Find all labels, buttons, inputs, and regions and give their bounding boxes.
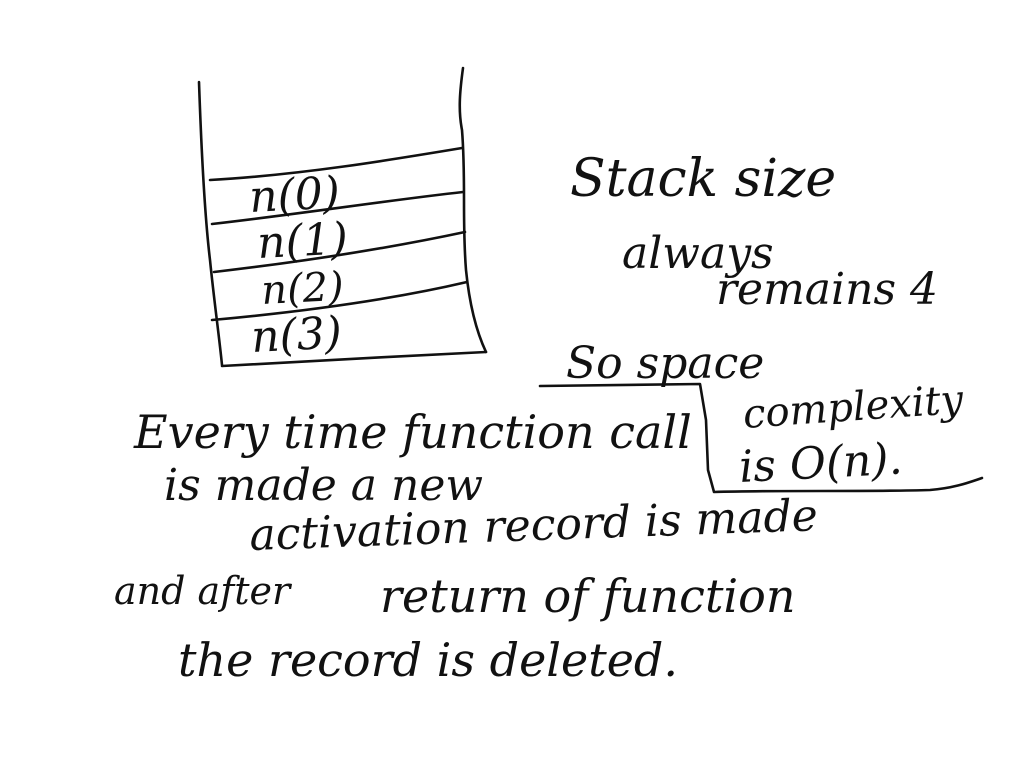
stack-right-wall bbox=[458, 66, 488, 354]
note-is-made: is made a new bbox=[164, 460, 483, 511]
stack-frame-0: n(0) bbox=[248, 167, 341, 223]
note-stack-size: Stack size bbox=[570, 149, 836, 209]
stack-frame-2: n(2) bbox=[260, 264, 345, 314]
stack-divider-3 bbox=[212, 230, 467, 274]
note-big-o: is O(n). bbox=[738, 434, 904, 493]
note-return-of-function: return of function bbox=[380, 569, 795, 623]
note-every-time: Every time function call bbox=[133, 405, 692, 459]
note-and-after: and after bbox=[114, 569, 293, 613]
stack-divider-2 bbox=[210, 190, 465, 226]
bottom-note: Every time function call is made a new a… bbox=[114, 405, 819, 687]
stack-left-wall bbox=[197, 80, 224, 367]
stack-frame-1: n(1) bbox=[256, 213, 349, 269]
note-record-deleted: the record is deleted. bbox=[178, 633, 678, 687]
stack-divider-4 bbox=[210, 280, 469, 322]
note-so-space: So space bbox=[566, 338, 764, 389]
stack-diagram: n(0) n(1) n(2) n(3) bbox=[197, 66, 488, 368]
note-complexity: complexity bbox=[741, 377, 966, 438]
stack-divider-1 bbox=[208, 146, 464, 182]
stack-frame-3: n(3) bbox=[250, 307, 343, 363]
note-bracket bbox=[538, 382, 984, 494]
note-always: always bbox=[622, 228, 774, 279]
right-note: Stack size always remains 4 So space com… bbox=[538, 149, 984, 494]
stack-base bbox=[220, 350, 488, 368]
note-remains: remains 4 bbox=[716, 264, 938, 315]
